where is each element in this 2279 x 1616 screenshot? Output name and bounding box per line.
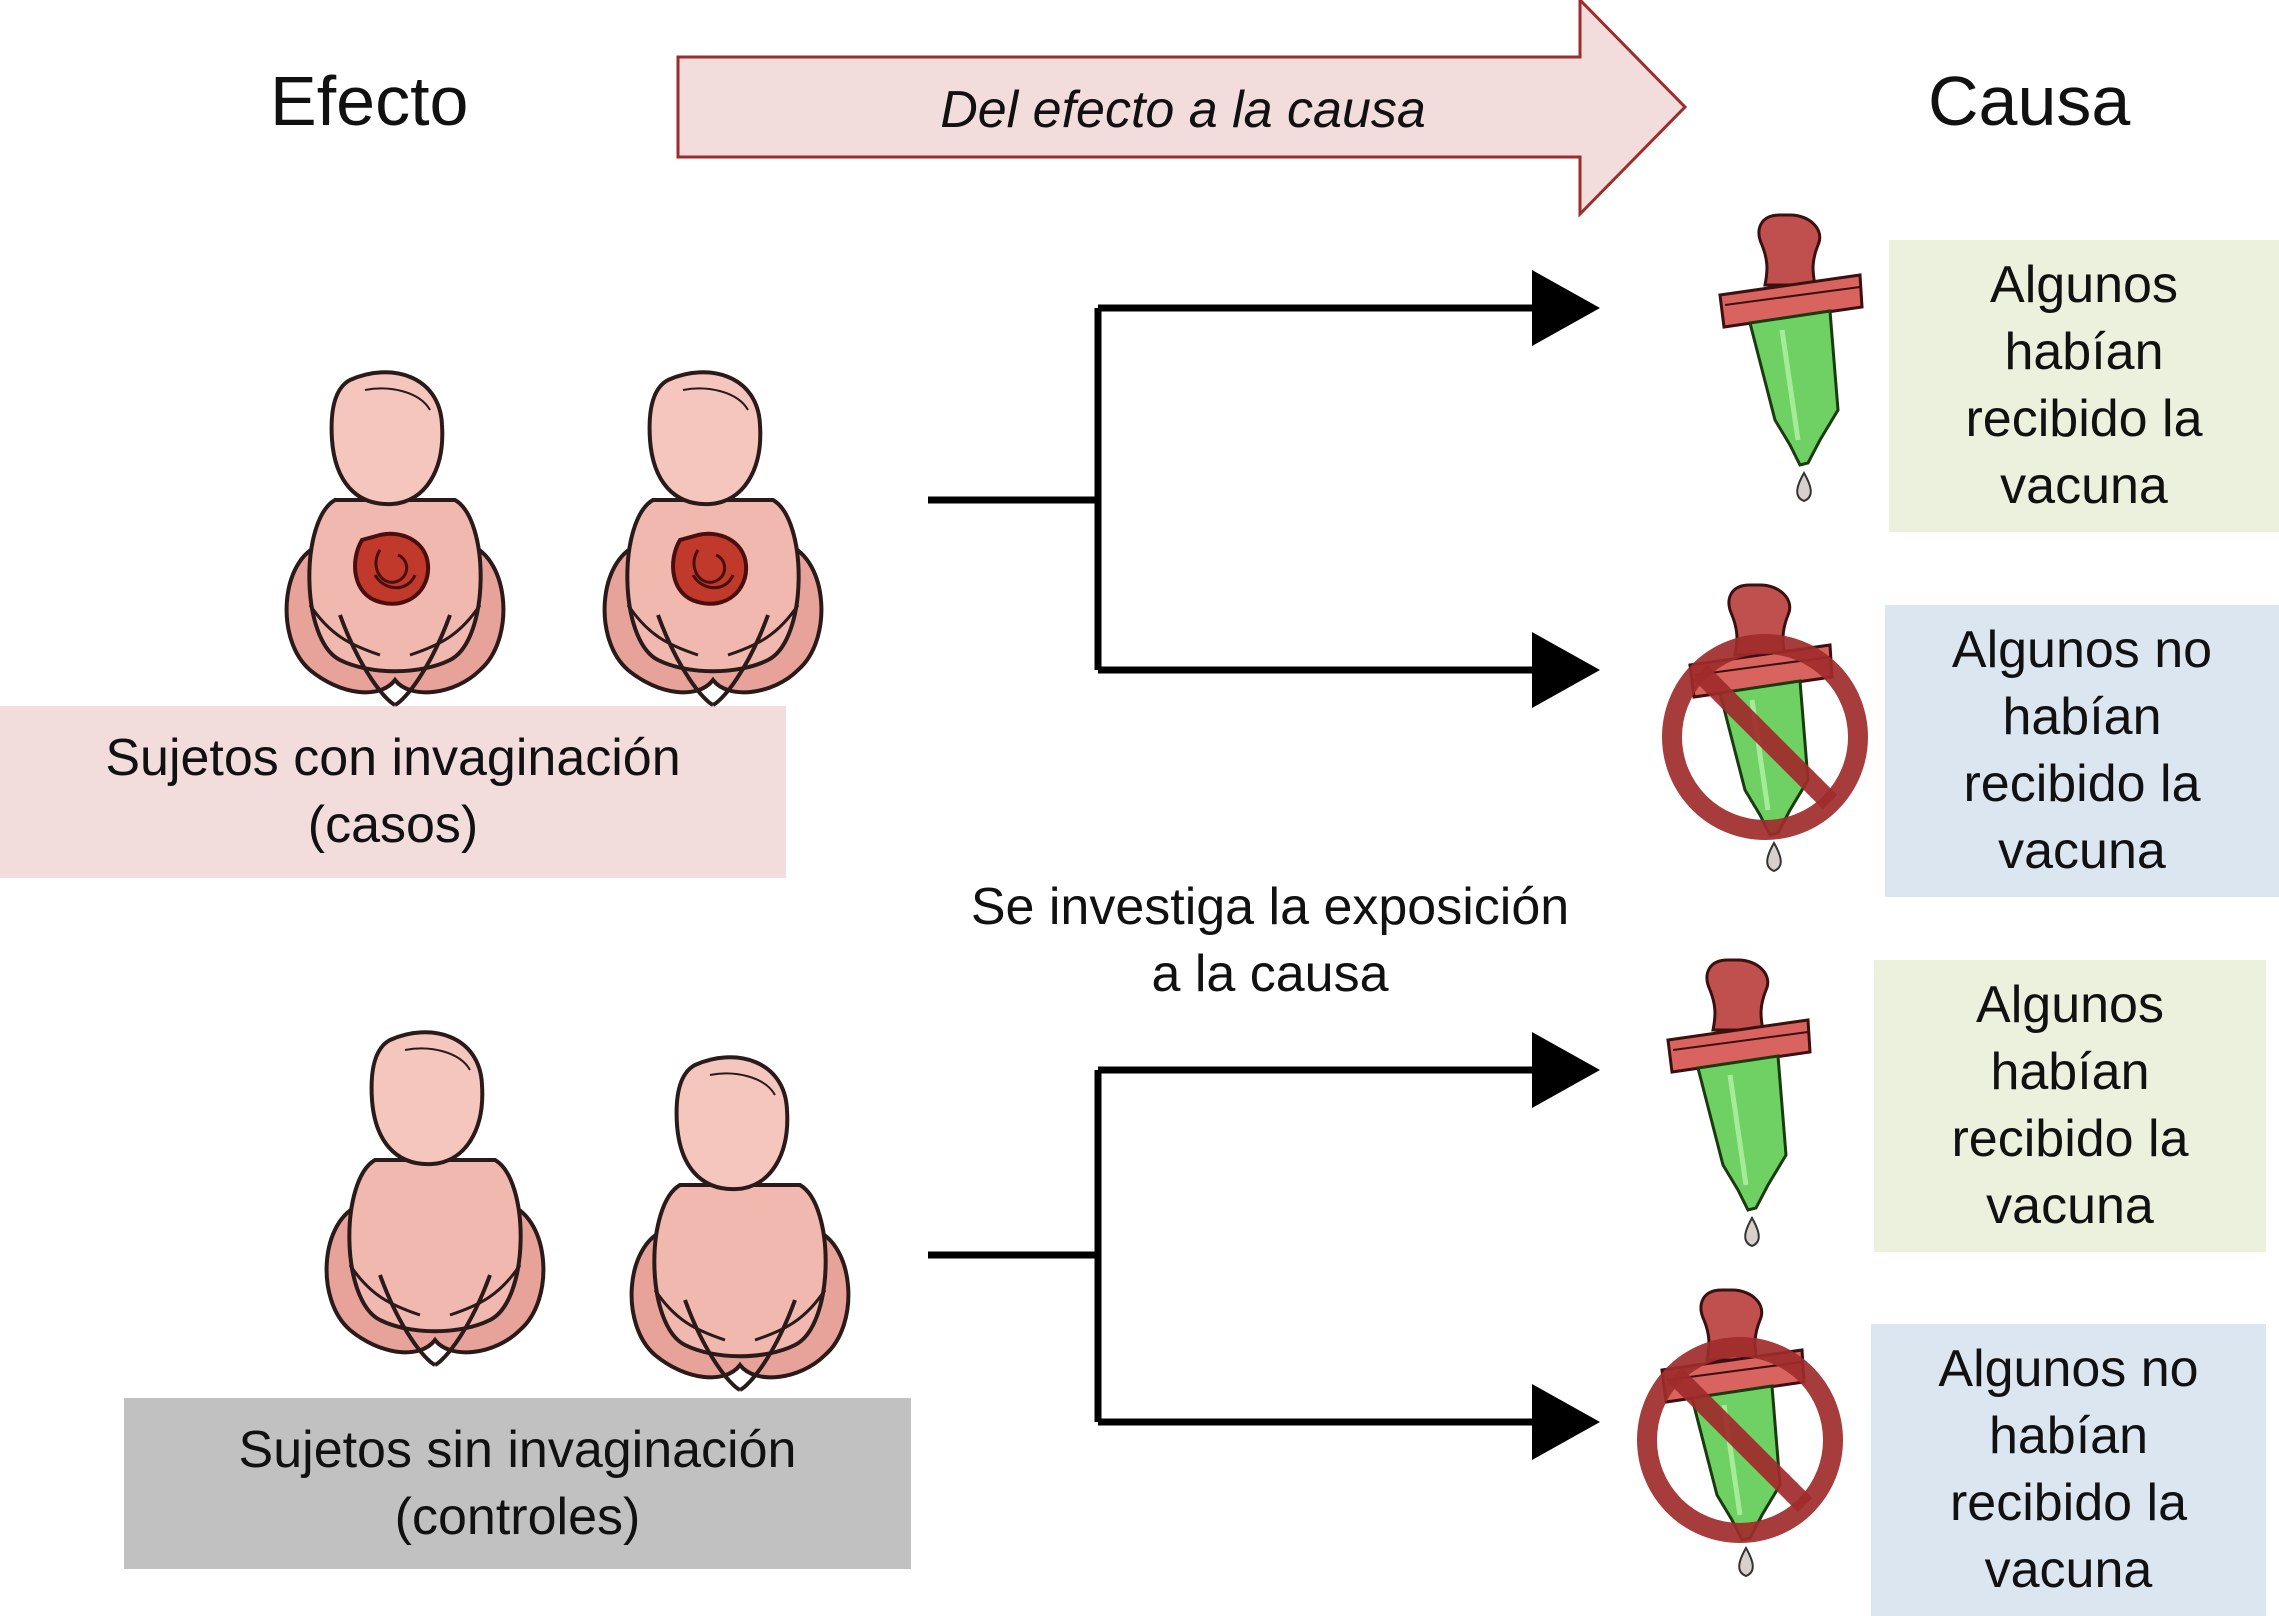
direction-arrow-label: Del efecto a la causa bbox=[940, 81, 1426, 139]
controls-label: Sujetos sin invaginación (controles) bbox=[124, 1398, 911, 1569]
outcome-line: recibido la bbox=[1963, 755, 2201, 813]
controls-label-line1: Sujetos sin invaginación bbox=[238, 1420, 797, 1479]
dropper-icon bbox=[1668, 960, 1810, 1246]
outcome-line: Algunos no bbox=[1938, 1340, 2199, 1398]
arrowhead-cases-unvaccinated bbox=[1532, 632, 1600, 708]
outcome-line: vacuna bbox=[1998, 822, 2166, 880]
outcome-line: vacuna bbox=[2000, 457, 2168, 515]
outcome-box-cases-unvaccinated: Algunos no habían recibido la vacuna bbox=[1885, 605, 2279, 897]
baby-with-intussusception-icon bbox=[284, 370, 506, 707]
connector-cases bbox=[928, 304, 1540, 674]
effect-heading: Efecto bbox=[270, 62, 469, 140]
controls-label-line2: (controles) bbox=[394, 1487, 641, 1546]
cases-label: Sujetos con invaginación (casos) bbox=[0, 706, 786, 878]
baby-with-intussusception-icon bbox=[602, 370, 824, 707]
baby-icon bbox=[629, 1055, 851, 1392]
outcome-line: vacuna bbox=[1984, 1541, 2153, 1599]
arrowhead-controls-unvaccinated bbox=[1532, 1384, 1600, 1460]
exposure-note-line1: Se investiga la exposición bbox=[970, 878, 1570, 936]
outcome-box-controls-vaccinated: Algunos habían recibido la vacuna bbox=[1874, 960, 2266, 1252]
exposure-note: Se investiga la exposición a la causa bbox=[900, 874, 1640, 1008]
outcome-box-cases-vaccinated: Algunos habían recibido la vacuna bbox=[1889, 240, 2279, 532]
outcome-line: Algunos no bbox=[1951, 621, 2213, 679]
cases-label-line1: Sujetos con invaginación bbox=[105, 729, 681, 787]
outcome-line: habían bbox=[1990, 1043, 2150, 1101]
baby-icon bbox=[324, 1030, 546, 1367]
outcome-line: recibido la bbox=[1949, 1474, 2187, 1532]
cases-label-line2: (casos) bbox=[307, 796, 479, 854]
outcome-line: habían bbox=[1988, 1407, 2149, 1465]
no-dropper-icon bbox=[1637, 1290, 1843, 1576]
outcome-box-controls-unvaccinated: Algunos no habían recibido la vacuna bbox=[1871, 1324, 2266, 1616]
outcome-line: Algunos bbox=[1976, 976, 2164, 1034]
outcome-line: recibido la bbox=[1965, 390, 2203, 448]
dropper-icon bbox=[1720, 215, 1862, 501]
cause-heading: Causa bbox=[1928, 62, 2131, 140]
outcome-line: vacuna bbox=[1986, 1177, 2154, 1235]
connector-controls bbox=[928, 1066, 1540, 1426]
no-dropper-icon bbox=[1662, 585, 1868, 871]
outcome-line: Algunos bbox=[1990, 256, 2178, 314]
arrowhead-cases-vaccinated bbox=[1532, 270, 1600, 346]
arrowhead-controls-vaccinated bbox=[1532, 1032, 1600, 1108]
outcome-line: recibido la bbox=[1951, 1110, 2189, 1168]
outcome-line: habían bbox=[2002, 688, 2162, 746]
exposure-note-line2: a la causa bbox=[1151, 945, 1389, 1003]
outcome-line: habían bbox=[2004, 323, 2164, 381]
